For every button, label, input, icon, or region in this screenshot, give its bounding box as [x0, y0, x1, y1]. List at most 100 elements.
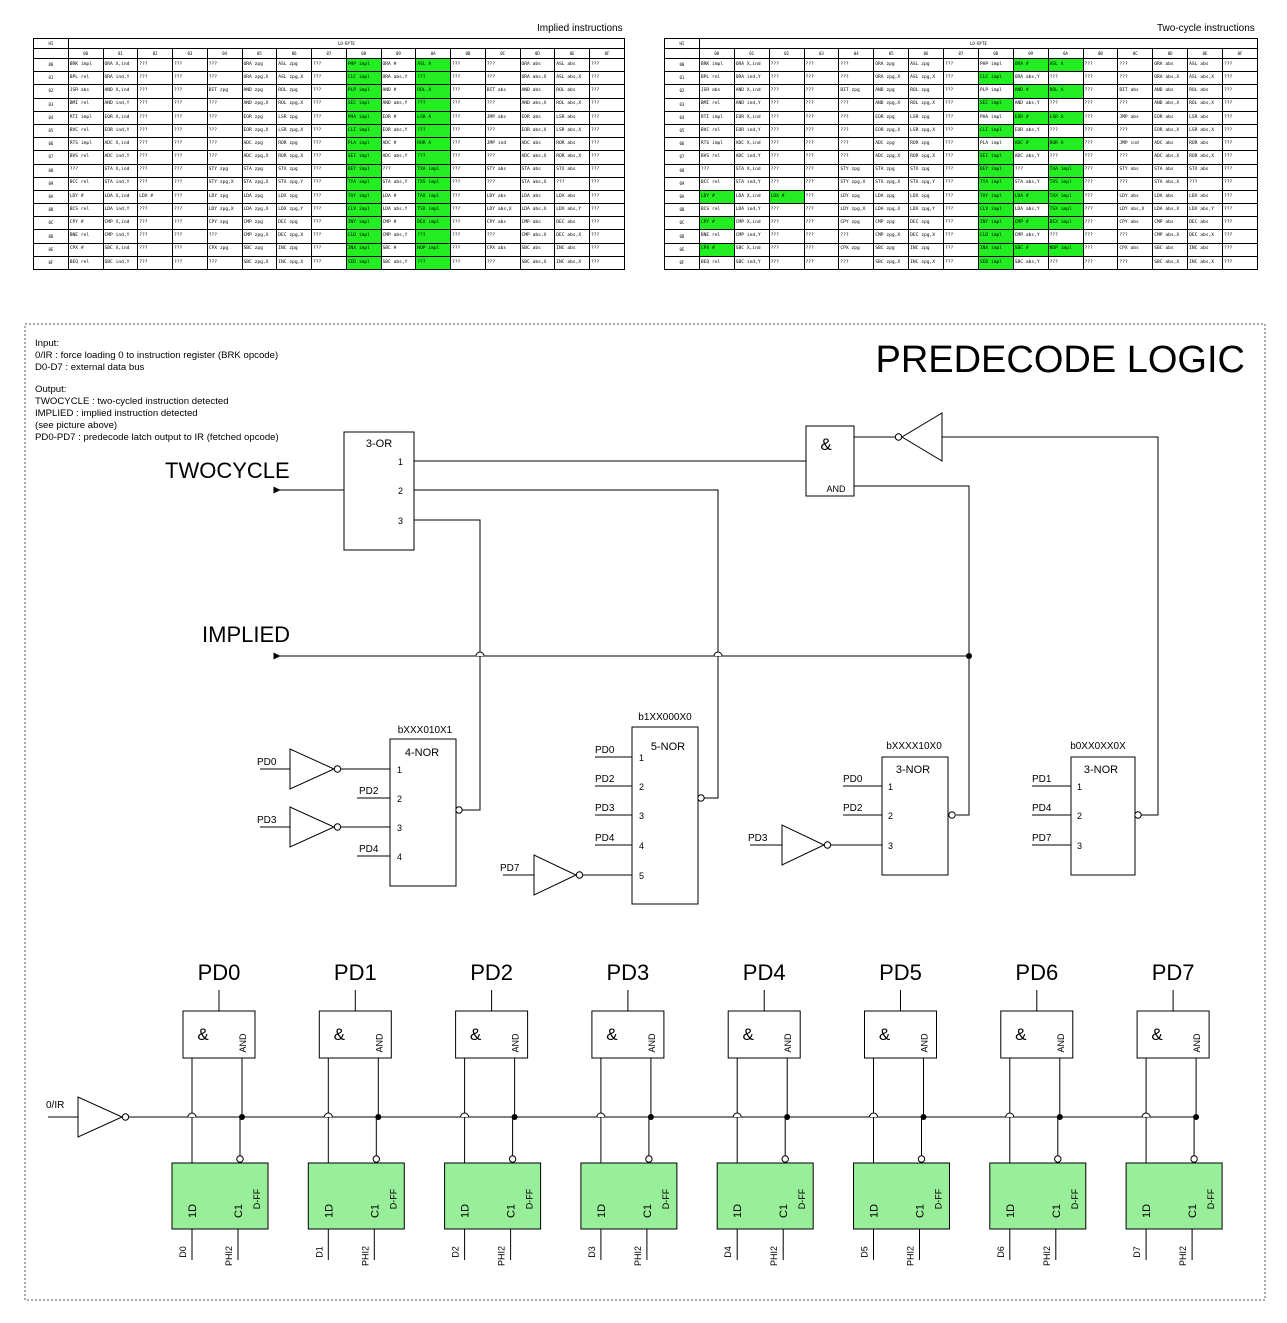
page-title: PREDECODE LOGIC [875, 339, 1245, 381]
twocycle-table-title: Two-cycle instructions [1157, 23, 1255, 34]
latch-and-label: AND [374, 1033, 384, 1053]
opcode-cell: ??? [1222, 71, 1258, 86]
pd-output-label: PD0 [198, 960, 241, 985]
opcode-cell: DEY impl [345, 163, 382, 178]
opcode-cell: EOR # [1012, 110, 1049, 125]
opcode-cell: INX impl [345, 242, 382, 257]
opcode-cell: JMP abs [484, 110, 521, 125]
opcode-cell: ORA zpg,X [873, 71, 910, 86]
clock-input-label: PHI2 [360, 1246, 370, 1266]
data-input-label: D1 [314, 1246, 324, 1258]
nor5-input-label: PD0 [595, 745, 615, 756]
opcode-cell: CPX # [698, 242, 735, 257]
opcode-cell: AND # [1012, 84, 1049, 99]
opcode-cell: RTI impl [67, 110, 104, 125]
junction-dot [784, 1114, 791, 1120]
opcode-cell: ROL A [415, 84, 451, 99]
opcode-cell: SBC zpg,X [873, 255, 910, 271]
opcode-cell: ORA abs,Y [380, 71, 417, 86]
clock-input-label: PHI2 [633, 1246, 643, 1266]
twocycle-signal-label: TWOCYCLE [165, 458, 290, 483]
opcode-cell: ??? [415, 255, 451, 271]
pd-output-label: PD2 [470, 960, 513, 985]
opcode-cell: ??? [838, 57, 875, 73]
clock-input-label: PHI2 [769, 1246, 779, 1266]
legend-input-label: Input: [35, 338, 60, 349]
opcode-cell: ??? [415, 97, 451, 112]
opcode-cell: ROL abs [554, 84, 590, 99]
d-flip-flop [580, 1162, 678, 1230]
junction-dot [1056, 1114, 1063, 1120]
opcode-cell: ??? [1222, 137, 1258, 152]
ff-clock-pin-label: C1 [915, 1204, 927, 1218]
data-input-label: D2 [451, 1246, 461, 1258]
ff-type-label: D-FF [661, 1188, 671, 1209]
row-header: 00 [33, 57, 69, 73]
data-input-label: D3 [587, 1246, 597, 1258]
nor3b-input-label: PD1 [1032, 774, 1052, 785]
clock-input-label: PHI2 [1178, 1246, 1188, 1266]
inversion-bubble [1190, 1155, 1198, 1163]
opcode-cell: ??? [311, 84, 347, 99]
data-input-label: D4 [723, 1246, 733, 1258]
nor3b-input-label: PD4 [1032, 803, 1052, 814]
inversion-bubble [575, 871, 584, 879]
opcode-cell: ??? [838, 110, 875, 125]
nor4-pin-label: 1 [397, 765, 402, 775]
ff-type-label: D-FF [797, 1188, 807, 1209]
junction-dot [239, 1114, 245, 1120]
opcode-cell: ??? [415, 123, 451, 139]
data-input-label: D5 [860, 1246, 870, 1258]
nor3b-pin-label: 3 [1077, 841, 1082, 851]
inversion-bubble [121, 1113, 130, 1121]
inversion-bubble [508, 1155, 517, 1163]
opcode-cell: ORA ind,Y [733, 71, 770, 86]
nor5-pin-label: 1 [639, 753, 644, 763]
or3-pin-label: 3 [398, 516, 403, 526]
nor3b-mask-label: b0XX0XX0X [1070, 741, 1126, 752]
legend-output-line: IMPLIED : implied instruction detected [35, 407, 198, 419]
opcode-cell: NOP impl [1047, 242, 1084, 257]
nor3a-pin-label: 1 [888, 782, 893, 792]
opcode-cell: SBC abs,Y [1012, 255, 1049, 271]
ff-clock-pin-label: C1 [506, 1204, 518, 1218]
nor3a-type-label: 3-NOR [896, 764, 930, 776]
junction-dot [647, 1114, 654, 1120]
legend-output-line: (see picture above) [35, 419, 118, 431]
inversion-bubble [697, 794, 705, 802]
d-flip-flop [989, 1162, 1087, 1230]
opcode-cell: ??? [172, 110, 208, 125]
latch-and-gate [727, 1010, 801, 1059]
nir-signal-label: 0/IR [46, 1100, 64, 1111]
opcode-cell: RTI impl [698, 110, 735, 125]
opcode-cell: INY impl [977, 216, 1014, 231]
pd-output-label: PD6 [1015, 960, 1058, 985]
opcode-cell: BIT zpg [838, 84, 875, 99]
opcode-cell: DEX impl [415, 216, 451, 231]
inversion-bubble [917, 1155, 926, 1163]
nor3a-input-label: PD0 [843, 774, 863, 785]
latch-and-symbol: & [606, 1025, 618, 1044]
inversion-bubble [372, 1155, 380, 1163]
latch-and-label: AND [783, 1033, 793, 1053]
ff-d-pin-label: 1D [869, 1204, 881, 1218]
opcode-cell: SBC ind,Y [102, 255, 139, 271]
wire-crossover [323, 1112, 333, 1118]
opcode-cell: ??? [1117, 57, 1154, 73]
ff-clock-pin-label: C1 [1187, 1204, 1199, 1218]
junction-dot [375, 1114, 382, 1120]
junction-dot [920, 1114, 927, 1120]
opcode-cell: CLC impl [345, 71, 382, 86]
latch-and-gate [455, 1010, 529, 1059]
opcode-cell: ROL abs [1187, 84, 1223, 99]
ff-clock-pin-label: C1 [778, 1204, 790, 1218]
nor3a-input-label: PD2 [843, 803, 863, 814]
ff-type-label: D-FF [934, 1188, 944, 1209]
opcode-cell: ??? [172, 84, 208, 99]
nor4-input-label: PD3 [257, 815, 277, 826]
